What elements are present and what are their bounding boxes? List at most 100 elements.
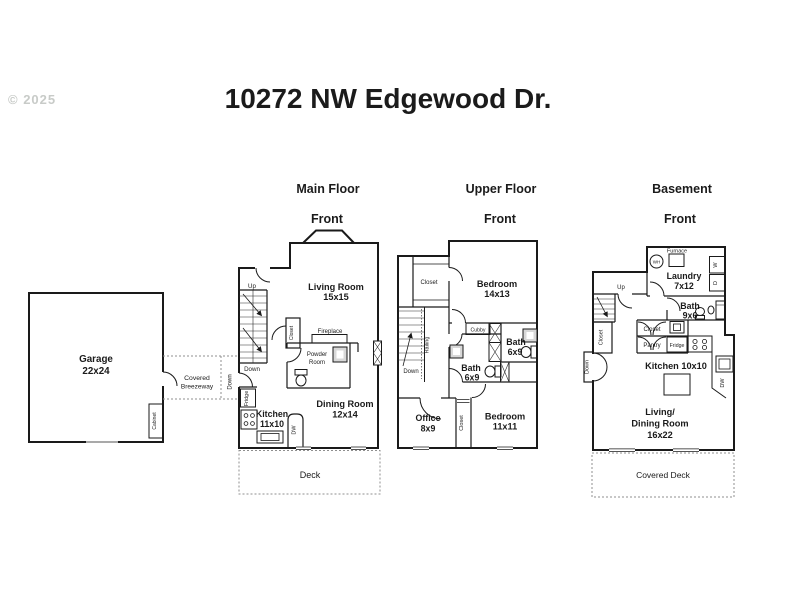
cubby-label: Cubby (471, 328, 486, 334)
bay-window (302, 229, 355, 244)
garage-outer-wall (28, 292, 164, 443)
hall-door-arc (448, 368, 463, 383)
basement-kitchen-label: Kitchen 10x10 (645, 361, 707, 371)
washer-box (709, 256, 725, 274)
basement-front-label: Front (664, 212, 697, 226)
basement-fridge (666, 336, 688, 353)
dryer-label: D (713, 281, 719, 285)
cubby (465, 322, 491, 335)
french-window (373, 340, 382, 366)
basement-dw-label: DW (720, 378, 726, 388)
bedroom-front-door-arc (451, 309, 466, 324)
breezeway-door-arc (162, 371, 178, 387)
basement-title: Basement (652, 182, 713, 196)
front-door-arc (255, 267, 271, 283)
bedroom-front-closet-door-arc (448, 267, 463, 282)
upper-floor-front-label: Front (484, 212, 517, 226)
bedroom-rear-size: 11x11 (493, 422, 518, 432)
main-windows (296, 446, 366, 450)
upper-down-label: Down (403, 369, 418, 375)
main-closet-label: Closet (289, 325, 295, 340)
basement-bath-door-arc (666, 297, 681, 312)
upper-floor-title: Upper Floor (466, 182, 537, 196)
kitchen-range (240, 409, 258, 430)
bedroom-rear-label: Bedroom (485, 412, 525, 422)
garage-plan: Cabinet Garage 22x24 (28, 292, 164, 445)
washer-label: W (713, 262, 719, 268)
basement-living-label-3: 16x22 (647, 430, 673, 440)
upper-closet-top-label: Closet (420, 280, 437, 286)
upper-floor-plan: Closet Railing Down Cubby (397, 240, 538, 450)
basement-living-label-1: Living/ (645, 407, 675, 417)
basement-closet-left-label: Closet (599, 329, 605, 345)
main-fridge (240, 388, 256, 408)
railing-label: Railing (425, 337, 431, 354)
powder-door-arc (286, 347, 302, 363)
bath-b-label: Bath (461, 363, 481, 373)
breezeway-label-2: Breezeway (181, 384, 214, 391)
breezeway-label-1: Covered (184, 375, 210, 382)
upper-windows (413, 446, 513, 450)
kitchen-island (663, 373, 691, 396)
powder-room-walls (286, 343, 351, 389)
closet-shelf-box (669, 321, 685, 334)
bath-b-size: 6x9 (465, 373, 480, 383)
basement-plan: Down Furnace WH W D Laundry 7x12 Up Clos… (583, 246, 735, 498)
basement-bath-fixtures (695, 300, 726, 320)
water-heater (649, 254, 664, 269)
side-door-arc (238, 372, 253, 388)
main-floor-front-label: Front (311, 212, 344, 226)
basement-windows (609, 448, 699, 452)
pantry-label: Pantry (643, 343, 660, 349)
bath-b-fixtures (449, 344, 502, 378)
basement-up-label: Up (617, 285, 625, 291)
breezeway-down-label: Down (228, 374, 234, 389)
page-title: 10272 NW Edgewood Dr. (225, 83, 552, 114)
kitchen-sink-counter (256, 430, 284, 444)
covered-deck-outline (591, 452, 735, 498)
main-fridge-label: Fridge (244, 391, 250, 407)
copyright-watermark: © 2025 (8, 92, 56, 107)
upper-stairs (398, 307, 425, 382)
office-door-arc (419, 397, 442, 420)
chase-boxes (488, 323, 510, 383)
pantry-bifold-doors (637, 336, 667, 351)
powder-label-2: Room (309, 360, 325, 366)
garage-size-label: 22x24 (82, 366, 110, 377)
basement-closet-left (592, 321, 613, 354)
office-label: Office (416, 413, 441, 423)
basement-bath-label: Bath (680, 301, 700, 311)
dining-room-size: 12x14 (332, 410, 358, 420)
main-floor-title: Main Floor (296, 182, 359, 196)
main-floor-outer-wall (238, 242, 379, 449)
garage-label: Garage (79, 354, 113, 365)
powder-toilet (294, 369, 308, 387)
dryer-box (709, 274, 725, 292)
main-floor-plan: Up Down Fridge Kitchen 11x10 DW Closet F… (236, 229, 382, 495)
main-kitchen-label: Kitchen (256, 409, 288, 419)
powder-label-1: Powder (307, 352, 327, 358)
bedroom-front-label: Bedroom (477, 279, 517, 289)
main-down-label: Down (244, 366, 260, 373)
covered-deck-label: Covered Deck (636, 470, 691, 480)
laundry-size: 7x12 (674, 281, 694, 291)
bath-a-size: 6x9 (508, 347, 523, 357)
furnace-box (668, 253, 685, 267)
main-dw-label: DW (292, 425, 298, 435)
main-stairs (239, 289, 268, 364)
dining-room-label: Dining Room (316, 399, 373, 409)
main-closet (285, 317, 301, 349)
basement-counter (711, 336, 727, 399)
furnace-label: Furnace (667, 249, 687, 255)
closet-door-ticks (457, 399, 470, 403)
fireplace-label: Fireplace (318, 329, 343, 335)
main-kitchen-size: 11x10 (260, 419, 284, 429)
closet-door-arc (271, 325, 287, 341)
bedroom-rear-door-arc (471, 383, 486, 398)
closet-bifold-doors (637, 321, 667, 336)
living-room-label: Living Room (308, 282, 364, 292)
laundry-door-arc (649, 281, 665, 297)
hall-door-arc-basement (617, 293, 633, 309)
basement-down-label: Down (585, 360, 591, 374)
